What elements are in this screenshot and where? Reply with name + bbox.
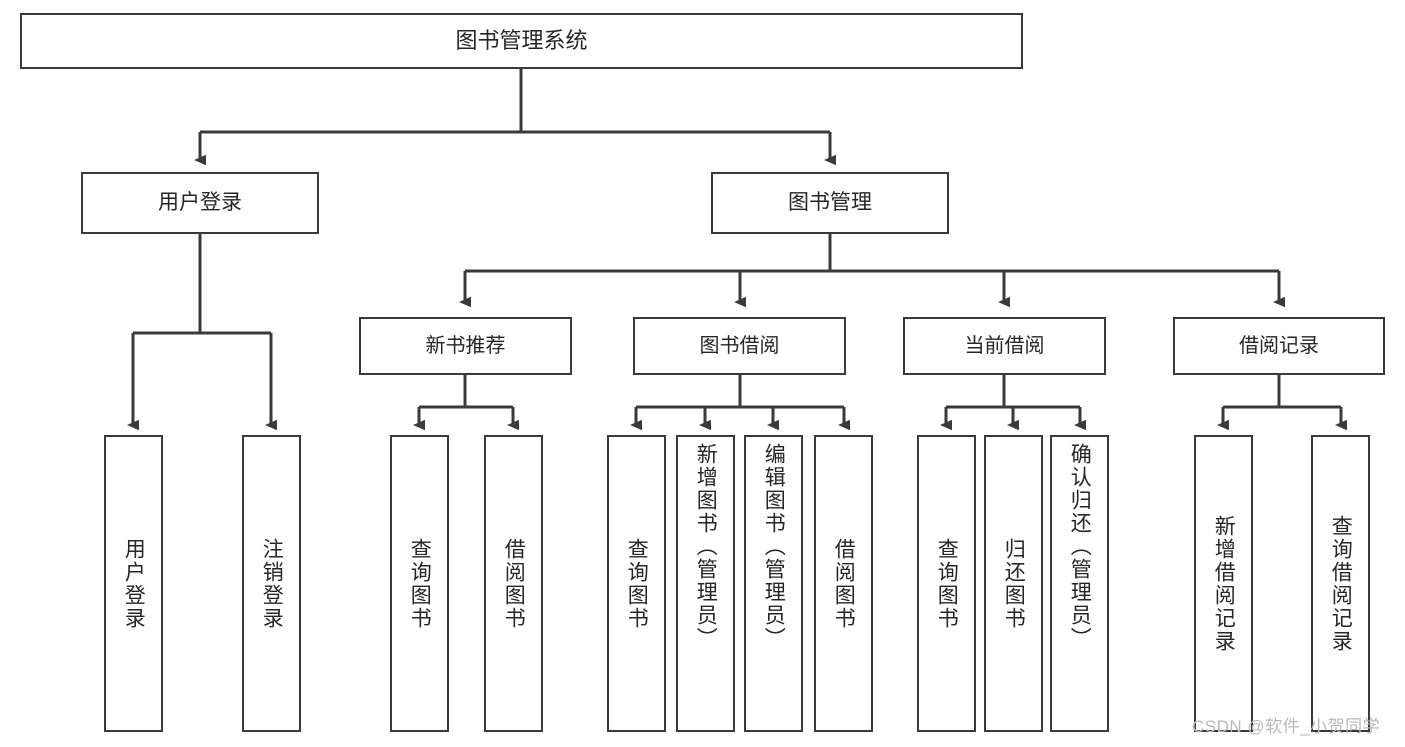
leaf-new-book-query-book[interactable]: 查询图书 [390,435,449,732]
leaf-borrow-record-query-record[interactable]: 查询借阅记录 [1311,435,1370,732]
leaf-current-borrow-return-book[interactable]: 归还图书 [984,435,1043,732]
watermark-text: CSDN @软件_小贺同学 [1192,717,1381,736]
node-book-management[interactable]: 图书管理 [711,172,949,234]
node-user-login[interactable]: 用户登录 [81,172,319,234]
node-current-borrow[interactable]: 当前借阅 [903,317,1106,375]
leaf-book-borrow-edit-book-admin[interactable]: 编辑图书（管理员） [744,435,803,732]
leaf-book-borrow-query-book[interactable]: 查询图书 [607,435,666,732]
leaf-book-borrow-borrow-book[interactable]: 借阅图书 [814,435,873,732]
node-new-book-recommend[interactable]: 新书推荐 [359,317,572,375]
node-book-borrow[interactable]: 图书借阅 [633,317,846,375]
leaf-borrow-record-add-record[interactable]: 新增借阅记录 [1194,435,1253,732]
leaf-new-book-borrow-book[interactable]: 借阅图书 [484,435,543,732]
leaf-current-borrow-query-book[interactable]: 查询图书 [917,435,976,732]
leaf-user-login-logout[interactable]: 注销登录 [242,435,301,732]
node-borrow-record[interactable]: 借阅记录 [1173,317,1385,375]
node-root-system[interactable]: 图书管理系统 [20,13,1023,69]
leaf-current-borrow-confirm-return-admin[interactable]: 确认归还（管理员） [1050,435,1109,732]
leaf-book-borrow-add-book-admin[interactable]: 新增图书（管理员） [676,435,735,732]
leaf-user-login-login[interactable]: 用户登录 [104,435,163,732]
